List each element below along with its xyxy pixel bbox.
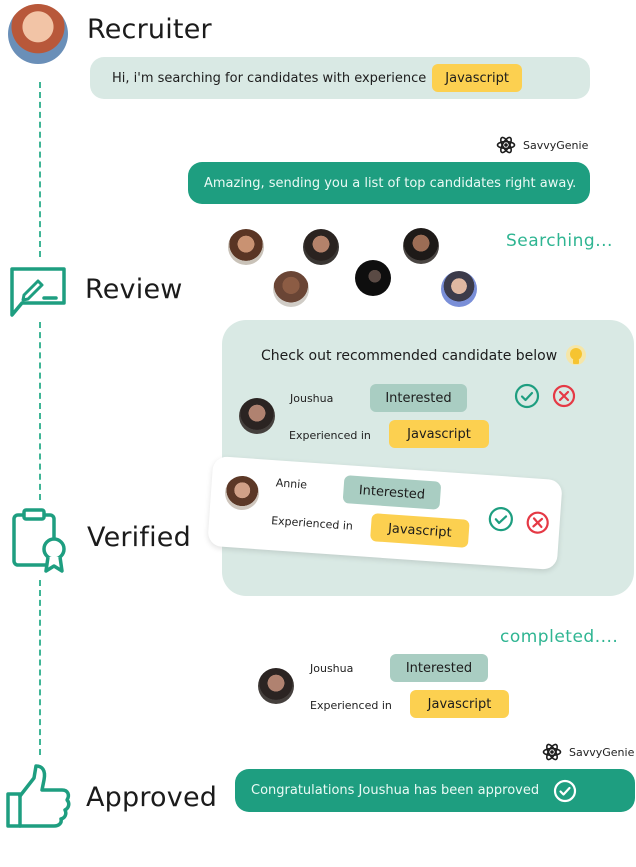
candidate-name: Annie [275,476,308,492]
candidate-avatar-3 [403,228,439,264]
approved-candidate-avatar [258,668,294,704]
approval-message-text: Congratulations Joushua has been approve… [251,783,540,798]
recruiter-avatar [8,4,68,64]
candidate-avatar-1 [228,229,264,265]
atom-icon [542,743,562,761]
candidate-status-badge: Interested [370,384,467,412]
verified-clipboard-badge-icon [12,508,66,573]
lightbulb-icon [566,345,587,365]
recommendation-heading-text: Check out recommended candidate below [261,348,558,364]
searching-status: Searching... [506,231,613,251]
timeline-line-2 [39,322,41,500]
completed-status: completed.... [500,627,619,647]
thumbs-up-icon [6,764,71,828]
atom-icon [496,136,516,154]
check-circle-icon [553,779,577,802]
approved-candidate-skill-tag: Javascript [410,690,509,718]
joushua-avatar [239,398,275,434]
candidate-experience-label: Experienced in [289,429,371,442]
assistant-reply-text: Amazing, sending you a list of top candi… [204,175,577,191]
candidate-experience-label: Experienced in [270,514,354,533]
stage-recruiter-label: Recruiter [87,14,212,45]
recommendation-heading: Check out recommended candidate below [261,344,587,368]
candidate-avatar-6 [441,271,477,307]
candidate-avatar-5 [355,260,391,296]
timeline-line-1 [39,82,41,257]
candidate-name: Joushua [290,392,334,405]
brand-name: SavvyGenie [569,745,635,759]
timeline-line-3 [39,580,41,755]
candidate-status-badge: Interested [342,475,442,510]
approval-message-bubble: Congratulations Joushua has been approve… [235,769,635,812]
recruiter-skill-tag: Javascript [432,64,522,92]
candidate-avatar-4 [273,271,309,307]
candidate-avatar-2 [303,229,339,265]
stage-approved-label: Approved [86,782,218,813]
approved-candidate-status: Interested [390,654,488,682]
annie-avatar [223,474,261,512]
candidate-skill-tag: Javascript [389,420,489,448]
review-chat-edit-icon [10,267,66,317]
reject-x-icon[interactable] [552,384,576,408]
recruiter-message-bubble: Hi, i'm searching for candidates with ex… [90,57,590,99]
accept-check-icon[interactable] [487,505,515,533]
brand-header-1: SavvyGenie [496,135,588,155]
approved-candidate-name: Joushua [310,662,354,675]
candidate-skill-tag: Javascript [370,513,470,548]
stage-verified-label: Verified [87,522,191,553]
annie-candidate-card[interactable]: Annie Interested Experienced in Javascri… [207,455,563,571]
accept-check-icon[interactable] [514,383,540,409]
brand-name: SavvyGenie [523,138,589,152]
recruiter-message-text: Hi, i'm searching for candidates with ex… [112,70,427,86]
brand-header-2: SavvyGenie [542,742,634,762]
assistant-reply-bubble: Amazing, sending you a list of top candi… [188,162,590,204]
stage-review-label: Review [85,274,183,305]
reject-x-icon[interactable] [525,510,551,536]
approved-candidate-experience-label: Experienced in [310,699,392,712]
